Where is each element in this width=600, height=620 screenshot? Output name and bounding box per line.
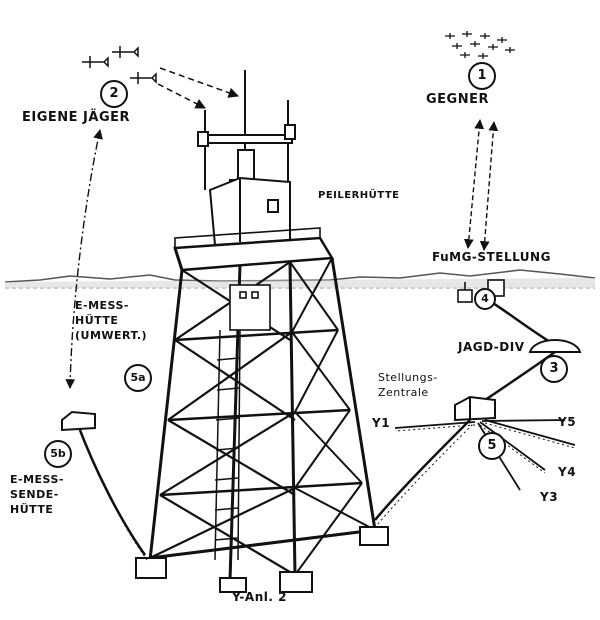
marker-5: 5 [478, 432, 506, 460]
label-y3: Y3 [540, 490, 558, 504]
cable-lines [78, 298, 555, 555]
marker-5a: 5a [124, 364, 152, 392]
fighter-motion-lines [158, 68, 238, 108]
marker-2: 2 [100, 80, 128, 108]
cable-ticks [80, 424, 473, 560]
link-radar-to-enemy [468, 120, 494, 250]
horizon-landscape [5, 270, 595, 288]
label-jagd-div: JAGD-DIV [458, 340, 524, 354]
label-e-mess-huette: E-MESS- HÜTTE (UMWERT.) [75, 298, 147, 343]
label-gegner: GEGNER [426, 92, 489, 107]
marker-1: 1 [468, 62, 496, 90]
label-y1: Y1 [372, 416, 390, 430]
marker-3: 3 [540, 355, 568, 383]
label-peilerhuette: PEILERHÜTTE [318, 190, 399, 201]
label-eigene-jaeger: EIGENE JÄGER [22, 110, 130, 125]
e-mess-sende-hut [62, 412, 95, 430]
tower-antenna [198, 70, 295, 190]
own-fighters [82, 46, 156, 84]
tower-foundations [136, 527, 388, 592]
label-y-anl: Y-Anl. 2 [232, 590, 287, 604]
label-fumg-stellung: FuMG-STELLUNG [432, 250, 551, 264]
jagd-div-bunker [530, 340, 580, 352]
label-y4: Y4 [558, 465, 576, 479]
marker-4: 4 [474, 288, 496, 310]
marker-5b: 5b [44, 440, 72, 468]
e-mess-inner-hut [230, 285, 270, 330]
enemy-formation [445, 31, 515, 59]
label-y5: Y5 [558, 415, 576, 429]
link-5b-to-fighters [70, 130, 100, 388]
label-e-mess-sende-huette: E-MESS- SENDE- HÜTTE [10, 472, 64, 517]
stellungs-zentrale-building [455, 397, 495, 420]
label-stellungs-zentrale: Stellungs- Zentrale [378, 370, 438, 400]
